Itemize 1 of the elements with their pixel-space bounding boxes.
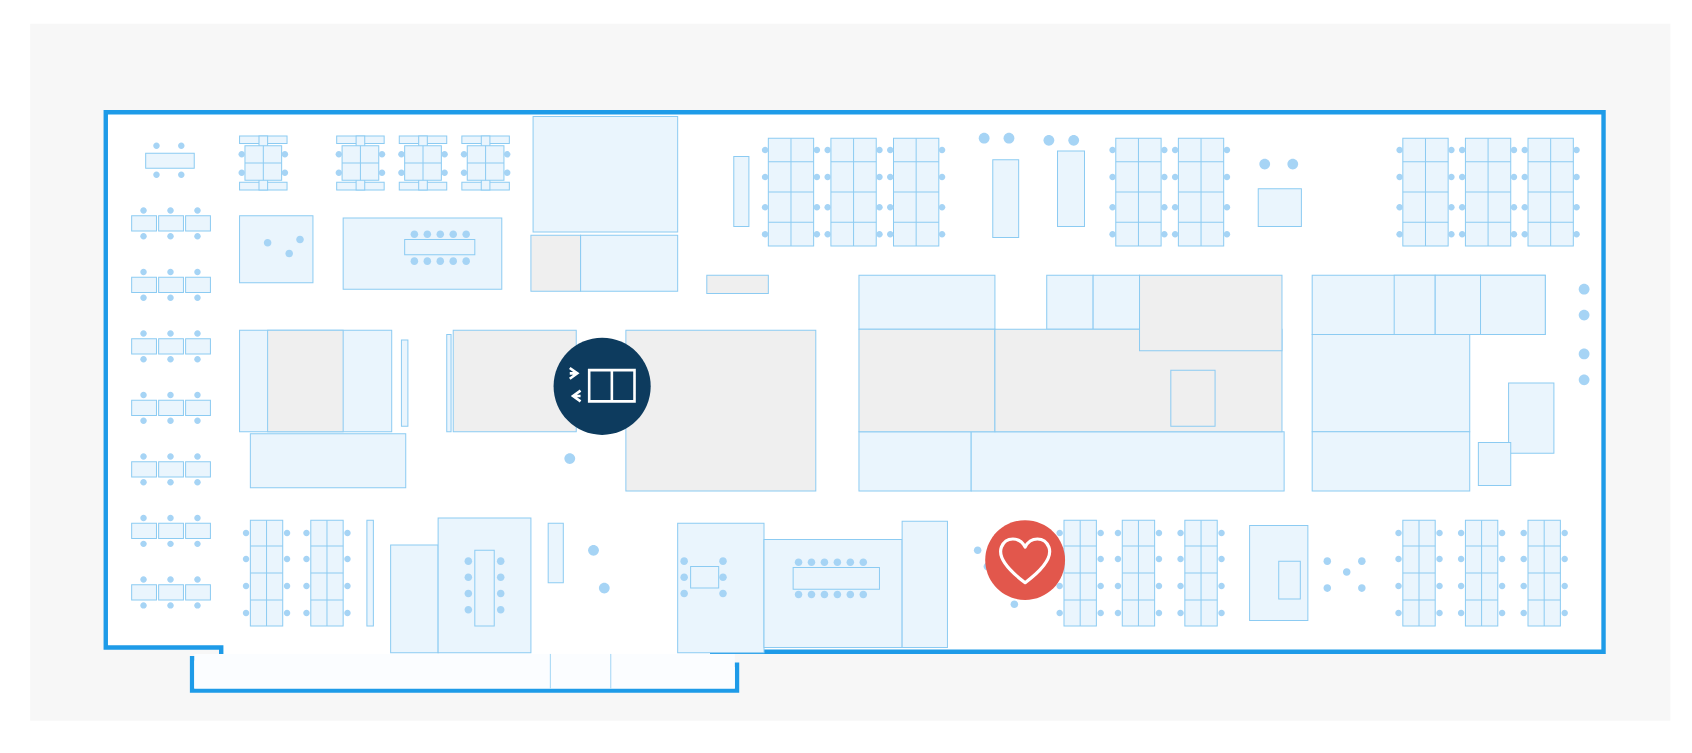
elevator-marker xyxy=(553,337,651,435)
